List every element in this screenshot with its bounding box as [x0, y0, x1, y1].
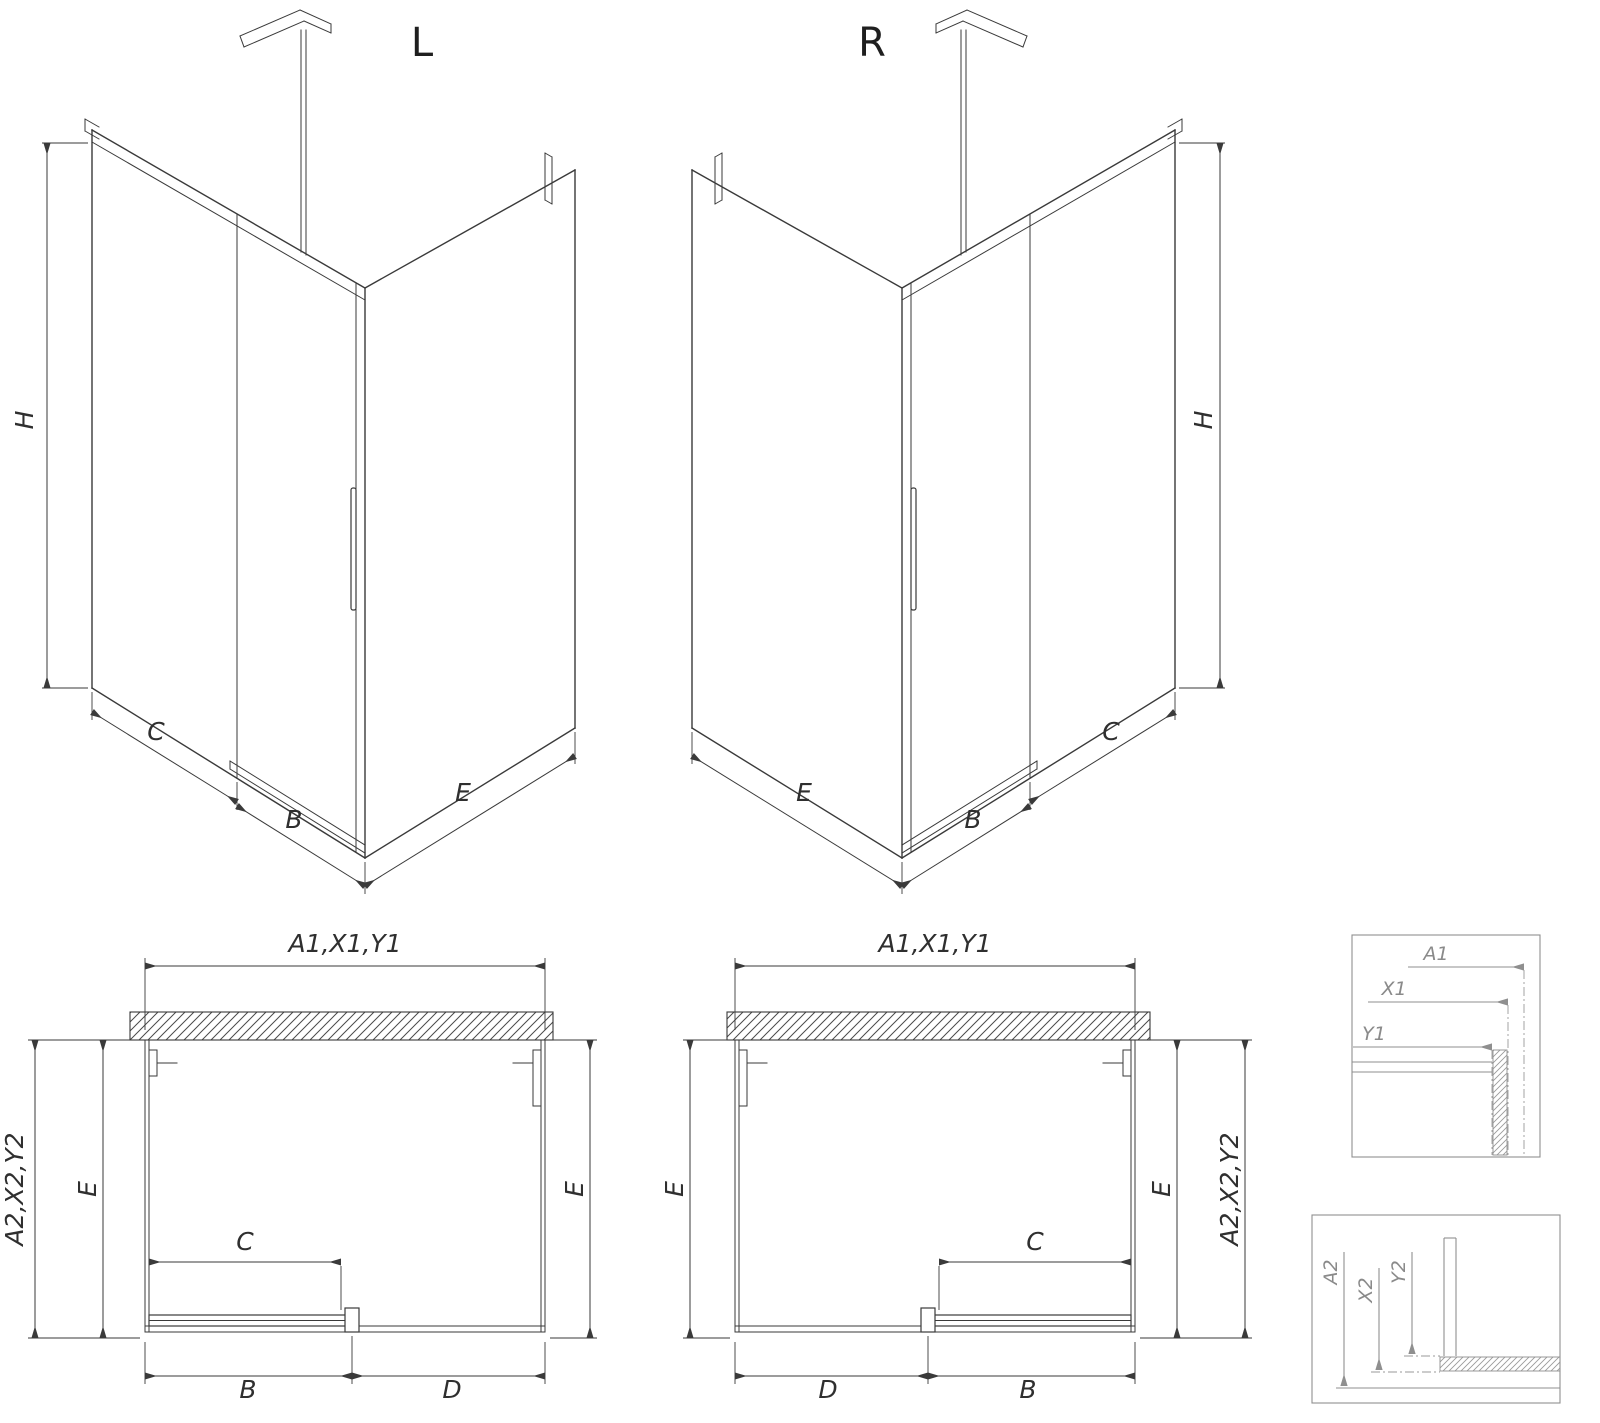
dim-label-b: B	[1019, 1375, 1036, 1404]
dim-label-height: H	[10, 410, 39, 429]
dim-label-e-left: E	[73, 1181, 102, 1197]
iso-view-right: R	[690, 9, 1225, 894]
plan-right-structure	[734, 1039, 1136, 1333]
plan-view-left: A1,X1,Y1 A2,X2,Y2 E E C B D	[0, 929, 597, 1404]
door-guide-block	[344, 1307, 360, 1333]
dim-label-e-right: E	[560, 1181, 589, 1197]
plan-right-dimensions: A1,X1,Y1 E E A2,X2,Y2 C D B	[660, 929, 1252, 1404]
wall-hatched	[726, 1011, 1151, 1041]
dim-label-x2: X2	[1355, 1277, 1377, 1303]
dim-label-y2: Y2	[1388, 1260, 1410, 1284]
dim-label-a2x2y2: A2,X2,Y2	[1215, 1132, 1244, 1247]
detail-box	[1351, 934, 1541, 1158]
detail-view-bottom: A2 X2 Y2	[1311, 1214, 1561, 1404]
plan-left-structure	[144, 1039, 546, 1333]
dim-label-a2: A2	[1320, 1259, 1342, 1286]
dim-label-c: C	[1026, 1227, 1044, 1256]
dim-label-e-right: E	[1147, 1181, 1176, 1197]
dim-label-b: B	[964, 805, 981, 834]
door-handle-left	[350, 487, 357, 611]
plan-view-right: A1,X1,Y1 E E A2,X2,Y2 C D B	[660, 929, 1252, 1404]
dim-label-a1: A1	[1421, 943, 1448, 965]
iso-left-dimensions: H C B E	[10, 142, 577, 894]
dim-label-e: E	[455, 778, 471, 807]
dim-label-c: C	[1102, 717, 1120, 746]
door-handle-right	[910, 487, 917, 611]
detail-view-top: A1 X1 Y1	[1351, 934, 1541, 1158]
dim-label-c: C	[147, 717, 165, 746]
glass-section-hatch	[1492, 1049, 1508, 1156]
dim-label-e: E	[796, 778, 812, 807]
door-guide-block	[920, 1307, 936, 1333]
iso-left-variant-label: L	[411, 20, 434, 66]
wall-hatched	[129, 1011, 554, 1041]
dim-label-height: H	[1189, 410, 1218, 429]
dim-label-a1x1y1: A1,X1,Y1	[876, 929, 991, 958]
dim-label-x1: X1	[1380, 978, 1406, 1000]
dim-label-d: D	[442, 1375, 461, 1404]
dim-label-e-left: E	[660, 1181, 689, 1197]
iso-view-left: L	[10, 9, 577, 894]
plan-left-dimensions: A1,X1,Y1 A2,X2,Y2 E E C B D	[0, 929, 597, 1404]
iso-right-dimensions: H C B E	[690, 142, 1225, 894]
dim-label-b: B	[285, 805, 302, 834]
glass-section-hatch	[1439, 1356, 1561, 1372]
dim-label-b: B	[239, 1375, 256, 1404]
dim-label-a2x2y2: A2,X2,Y2	[0, 1132, 29, 1247]
dim-label-y1: Y1	[1362, 1023, 1386, 1045]
iso-right-variant-label: R	[858, 20, 886, 66]
dim-label-c: C	[236, 1227, 254, 1256]
dim-label-a1x1y1: A1,X1,Y1	[286, 929, 401, 958]
detail-box	[1311, 1214, 1561, 1404]
dim-label-d: D	[818, 1375, 837, 1404]
